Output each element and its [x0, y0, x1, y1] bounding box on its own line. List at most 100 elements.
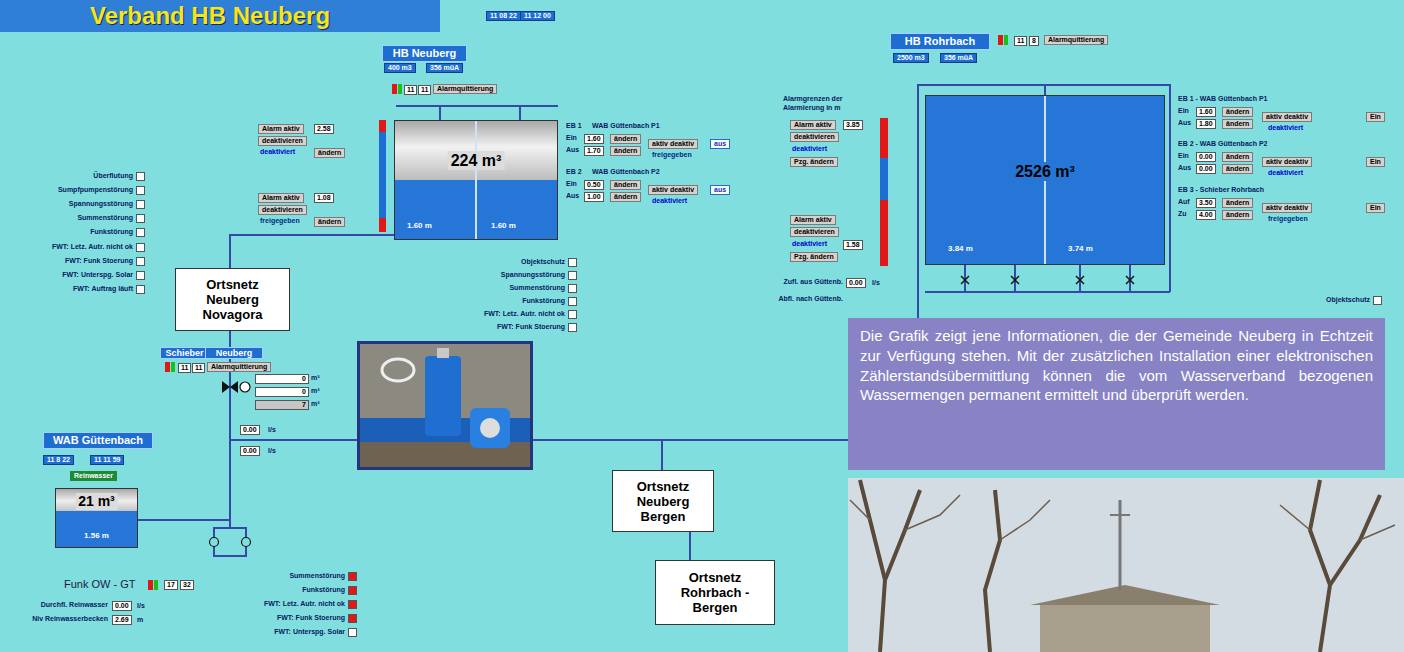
value-field: 2.58: [314, 124, 334, 134]
level-readout: 1.60 m: [491, 221, 516, 231]
button: ändern: [314, 148, 345, 158]
button: aktiv deaktiv: [648, 185, 698, 195]
field-label: Zufl. aus Güttenb.: [784, 278, 844, 286]
value-field: 11: [418, 85, 431, 95]
pump: [242, 538, 251, 547]
alarm-label: FWT: Funk Stoerung: [65, 257, 133, 265]
field-label: Zu: [1178, 210, 1187, 218]
info-cell: 400 m3: [384, 63, 416, 73]
button: Pzg. ändern: [790, 157, 838, 167]
value-field: 0.00: [240, 425, 260, 435]
site-photo: [848, 478, 1404, 652]
value-field: 0.00: [112, 601, 132, 611]
alarm-label: Funkstörung: [302, 586, 345, 594]
info-cell: 356 müA: [940, 53, 977, 63]
field-label: m³: [311, 374, 320, 382]
value-field: 0: [255, 374, 309, 384]
alarm-label: Summenstörung: [509, 284, 565, 292]
alarm-limit: [880, 118, 888, 158]
button: Ein: [1366, 112, 1385, 122]
reservoir-tank: 224 m³1.60 m1.60 m: [394, 120, 558, 240]
switch-button: aus: [710, 185, 730, 195]
field-label: l/s: [268, 447, 276, 455]
info-cell: 2500 m3: [893, 53, 929, 63]
value-field: 1.08: [314, 193, 334, 203]
button: ändern: [1222, 152, 1253, 162]
button: Pzg. ändern: [790, 252, 838, 262]
status-checkbox: [568, 323, 577, 332]
node-title: Neuberg: [216, 348, 253, 358]
field-label: Durchfl. Reinwasser: [41, 601, 108, 609]
button: ändern: [610, 146, 641, 156]
value-field: 0.00: [240, 446, 260, 456]
value-field: 11: [192, 363, 205, 373]
button: deaktivieren: [258, 136, 307, 146]
status-checkbox: [136, 228, 145, 237]
radio-link-label: Funk OW - GT: [64, 578, 136, 591]
button: aktiv deaktiv: [1262, 112, 1312, 122]
page-title: Verband HB Neuberg: [90, 2, 330, 30]
value-field: 1.00: [584, 192, 604, 202]
station-header: Schieber: [160, 347, 209, 359]
volume-readout: 21 m³: [75, 493, 118, 510]
button: ändern: [1222, 210, 1253, 220]
field-label: Aus: [566, 146, 579, 154]
value-field: 7: [255, 400, 309, 410]
inflow-pipe: [519, 106, 521, 120]
button: Alarm aktiv: [790, 215, 836, 225]
field-label: l/s: [268, 426, 276, 434]
button: Ein: [1366, 203, 1385, 213]
status-checkbox: [348, 600, 357, 609]
value-field: 0: [255, 387, 309, 397]
status-text: freigegeben: [1268, 215, 1308, 223]
level-bar: [880, 118, 888, 266]
field-label: Abfl. nach Güttenb.: [778, 295, 843, 303]
station-header: HB Rohrbach: [890, 33, 990, 50]
button: Alarmquittierung: [207, 362, 271, 372]
value-field: 2.69: [112, 615, 132, 625]
water-pipe: [689, 532, 691, 560]
status-checkbox: [348, 614, 357, 623]
alarm-label: Überflutung: [93, 172, 133, 180]
water-pipe: [230, 235, 394, 268]
status-text: deaktiviert: [792, 145, 827, 153]
alarm-label: FWT: Unterspg. Solar: [274, 628, 345, 636]
button: aktiv deaktiv: [1262, 203, 1312, 213]
value-field: 1.70: [584, 146, 604, 156]
value-field: 17: [164, 580, 178, 590]
status-checkbox: [568, 297, 577, 306]
reservoir-tank: 2526 m³3.84 m3.74 m: [925, 95, 1165, 265]
field-label: Ein: [566, 180, 577, 188]
button: deaktivieren: [790, 132, 839, 142]
alarm-label: Funkstörung: [90, 228, 133, 236]
outlet-pipe: [925, 291, 1170, 293]
value-field: 0.00: [1196, 152, 1216, 162]
status-checkbox: [348, 572, 357, 581]
button: Alarm aktiv: [258, 124, 304, 134]
inflow-pipe: [396, 105, 558, 107]
station-header: Neuberg: [205, 347, 263, 359]
node-title: HB Neuberg: [393, 47, 457, 60]
value-field: 0.00: [846, 278, 866, 288]
button: ändern: [610, 180, 641, 190]
station-header: WAB Güttenbach: [43, 432, 153, 449]
alarm-limit: [379, 120, 386, 132]
water-pipe: [138, 331, 230, 520]
field-label: WAB Güttenbach P1: [592, 122, 660, 130]
field-label: WAB Güttenbach P2: [592, 168, 660, 176]
status-checkbox: [136, 257, 145, 266]
reservoir-tank: 21 m³1.56 m: [55, 488, 138, 548]
status-checkbox: [348, 628, 357, 637]
value-field: 0.50: [584, 180, 604, 190]
title-band: [0, 0, 440, 32]
button: aktiv deaktiv: [1262, 157, 1312, 167]
alarm-label: FWT: Funk Stoerung: [497, 323, 565, 331]
value-field: 11: [178, 363, 191, 373]
water-meter: [240, 382, 250, 392]
value-field: 1.58: [843, 240, 863, 250]
status-text: freigegeben: [260, 217, 300, 225]
field-label: EB 2: [566, 168, 582, 176]
status-checkbox: [136, 200, 145, 209]
status-checkbox: [568, 258, 577, 267]
